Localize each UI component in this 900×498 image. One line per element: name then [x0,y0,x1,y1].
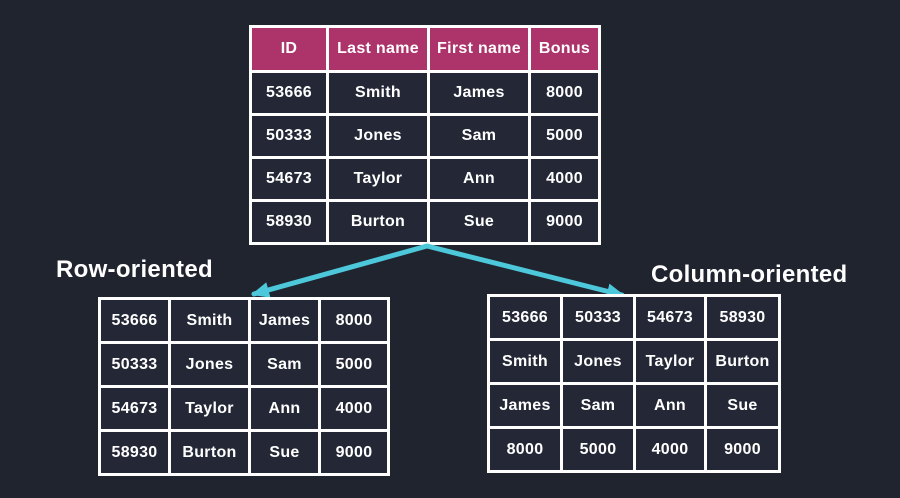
source-header-cell: Last name [326,25,430,73]
column-oriented-cell: 50333 [560,294,636,341]
source-header-cell: Bonus [528,25,601,73]
column-oriented-cell: Sam [560,382,636,429]
source-table-cell: 53666 [249,70,329,116]
column-oriented-cell: Smith [487,338,563,385]
row-oriented-cell: Sue [248,429,321,476]
source-table-cell: 58930 [249,199,329,245]
row-oriented-cell: 53666 [98,297,171,344]
column-oriented-table: 53666 50333 54673 58930 Smith Jones Tayl… [487,294,781,473]
source-table-cell: Taylor [326,156,430,202]
source-table-row: 54673 Taylor Ann 4000 [249,156,601,202]
source-table-cell: Jones [326,113,430,159]
row-oriented-cell: Jones [168,341,251,388]
row-oriented-cell: Taylor [168,385,251,432]
column-oriented-cell: Ann [633,382,707,429]
source-table-cell: 5000 [528,113,601,159]
row-oriented-cell: Burton [168,429,251,476]
row-oriented-cell: 8000 [318,297,390,344]
row-oriented-row: 58930 Burton Sue 9000 [98,429,390,476]
source-table-row: 58930 Burton Sue 9000 [249,199,601,245]
source-table-header-row: ID Last name First name Bonus [249,25,601,73]
column-oriented-cell: Sue [704,382,781,429]
column-oriented-cell: Taylor [633,338,707,385]
row-oriented-cell: 5000 [318,341,390,388]
column-oriented-cell: Burton [704,338,781,385]
source-table-cell: 8000 [528,70,601,116]
column-oriented-cell: James [487,382,563,429]
arrow-to-row-oriented [251,243,430,298]
source-table-cell: Smith [326,70,430,116]
source-table-cell: Sam [427,113,531,159]
row-oriented-row: 50333 Jones Sam 5000 [98,341,390,388]
column-oriented-cell: 4000 [633,426,707,473]
arrow-to-column-oriented [424,243,625,300]
row-oriented-cell: 9000 [318,429,390,476]
source-table-cell: 4000 [528,156,601,202]
source-table-cell: 9000 [528,199,601,245]
row-oriented-cell: 50333 [98,341,171,388]
column-oriented-row: Smith Jones Taylor Burton [487,338,781,385]
source-table-cell: 50333 [249,113,329,159]
column-oriented-row: 53666 50333 54673 58930 [487,294,781,341]
source-table-row: 53666 Smith James 8000 [249,70,601,116]
column-oriented-cell: 54673 [633,294,707,341]
row-oriented-row: 54673 Taylor Ann 4000 [98,385,390,432]
row-oriented-cell: 54673 [98,385,171,432]
source-table-row: 50333 Jones Sam 5000 [249,113,601,159]
source-header-cell: ID [249,25,329,73]
source-table: ID Last name First name Bonus 53666 Smit… [249,25,601,245]
row-oriented-row: 53666 Smith James 8000 [98,297,390,344]
source-table-cell: Burton [326,199,430,245]
row-oriented-label: Row-oriented [56,256,213,283]
source-table-cell: Ann [427,156,531,202]
column-oriented-cell: Jones [560,338,636,385]
row-oriented-cell: 58930 [98,429,171,476]
column-oriented-cell: 58930 [704,294,781,341]
row-oriented-cell: James [248,297,321,344]
row-oriented-cell: Smith [168,297,251,344]
source-table-cell: James [427,70,531,116]
row-oriented-cell: Sam [248,341,321,388]
column-oriented-cell: 8000 [487,426,563,473]
column-oriented-cell: 5000 [560,426,636,473]
row-oriented-cell: 4000 [318,385,390,432]
row-oriented-cell: Ann [248,385,321,432]
source-table-cell: Sue [427,199,531,245]
column-oriented-cell: 53666 [487,294,563,341]
column-oriented-label: Column-oriented [651,261,848,288]
column-oriented-row: 8000 5000 4000 9000 [487,426,781,473]
column-oriented-row: James Sam Ann Sue [487,382,781,429]
source-header-cell: First name [427,25,531,73]
column-oriented-cell: 9000 [704,426,781,473]
source-table-cell: 54673 [249,156,329,202]
row-oriented-table: 53666 Smith James 8000 50333 Jones Sam 5… [98,297,390,476]
